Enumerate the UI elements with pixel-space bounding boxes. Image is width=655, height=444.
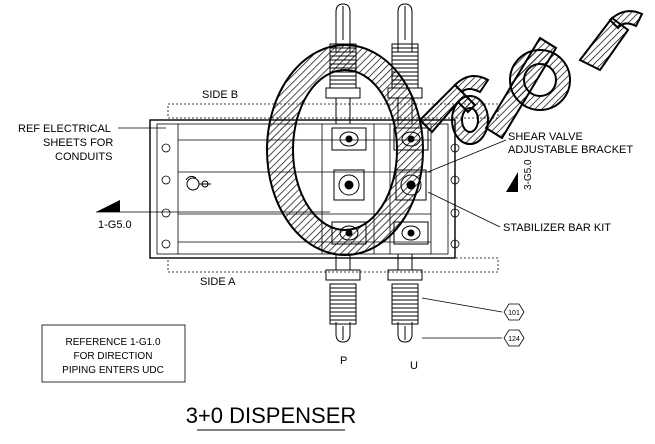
ref-electrical-line3: CONDUITS xyxy=(55,151,112,163)
hex-tag-101: 101 xyxy=(421,297,525,321)
side-a-label: SIDE A xyxy=(200,276,236,288)
hex-tag-124: 124 xyxy=(422,329,525,347)
product-p-label: P xyxy=(340,355,347,367)
side-b-label: SIDE B xyxy=(202,89,238,101)
hex-tag-124-label: 124 xyxy=(508,336,520,343)
reference-note-line2: FOR DIRECTION xyxy=(74,351,153,362)
drawing-title: 3+0 DISPENSER xyxy=(186,403,357,428)
section-left-label: 1-G5.0 xyxy=(98,219,132,231)
conduit-fitting xyxy=(185,175,211,191)
section-marker-right: 3-G5.0 xyxy=(506,159,534,192)
shear-valve-p-mid xyxy=(333,169,365,201)
shear-valve-u-bottom xyxy=(393,221,429,245)
ref-electrical-line2: SHEETS FOR xyxy=(43,137,113,149)
shear-valve-label-line1: SHEAR VALVE xyxy=(508,131,583,143)
section-right-label: 3-G5.0 xyxy=(523,159,534,190)
shear-valve-leader xyxy=(427,139,507,173)
stabilizer-leader xyxy=(427,191,501,228)
shear-valve-p-top xyxy=(331,127,367,151)
reference-note-line1: REFERENCE 1-G1.0 xyxy=(65,337,160,348)
product-u-label: U xyxy=(410,360,418,372)
ref-electrical-line1: REF ELECTRICAL xyxy=(18,123,111,135)
reference-note-line3: PIPING ENTERS UDC xyxy=(62,365,164,376)
hex-tag-101-label: 101 xyxy=(508,310,520,317)
order-watermark xyxy=(265,10,644,256)
shear-valve-label-line2: ADJUSTABLE BRACKET xyxy=(508,144,633,156)
stabilizer-label: STABILIZER BAR KIT xyxy=(503,222,611,234)
reference-note-box: REFERENCE 1-G1.0 FOR DIRECTION PIPING EN… xyxy=(41,324,186,383)
section-marker-left: 1-G5.0 xyxy=(96,200,330,231)
